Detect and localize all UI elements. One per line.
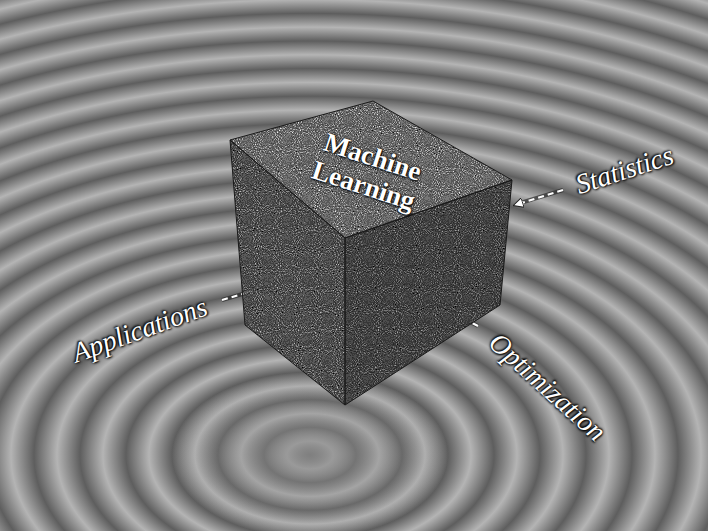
cube-face	[345, 180, 512, 405]
statistics-arrow	[515, 190, 563, 205]
cube-node: Machine Learning	[228, 100, 514, 407]
cube-texture	[228, 100, 514, 407]
